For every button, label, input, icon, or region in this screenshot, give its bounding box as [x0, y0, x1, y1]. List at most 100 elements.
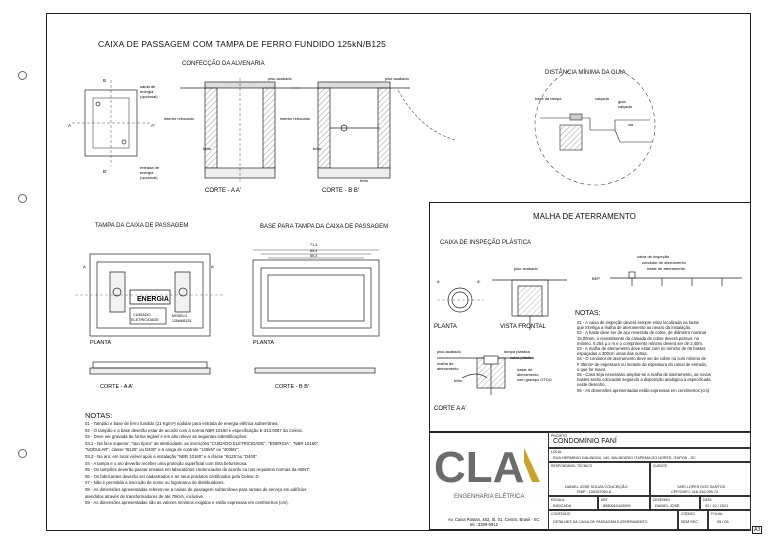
note-item: 04 - O condutor de aterramento deve ser …: [577, 356, 706, 362]
note-item: 03.2 - Na aro: em local visível após a i…: [85, 453, 259, 459]
svg-text:B': B': [103, 169, 107, 174]
svg-text:energia: energia: [140, 170, 154, 175]
tb-local: LOCAL RUA HERMÍNIO GALINDINI, 140, BALNE…: [548, 448, 751, 462]
note-item: 03.1 - Na face superior: "raio típico" d…: [85, 440, 320, 446]
note-item: neste desenho.: [577, 382, 606, 388]
plastic-box-title: CAIXA DE INSPEÇÃO PLÁSTICA: [440, 240, 532, 246]
svg-text:tampa plástica: tampa plástica: [504, 349, 531, 354]
lid-drawings: ENERGIA CUIDADO ELETRICIDADE MODELO 125k…: [75, 243, 380, 390]
lid-title: TAMPA DA CAIXA DE PASSAGEM: [95, 223, 189, 229]
tb-cliente: CLIENTE YARI LOPES DOS SANTOS CPF/CNPJ: …: [650, 462, 751, 496]
note-item: 07 - Não é permitida a inscrição de nome…: [85, 480, 225, 486]
svg-text:PLANTA: PLANTA: [253, 340, 274, 346]
svg-text:A': A': [211, 264, 215, 269]
main-title: CAIXA DE PASSAGEM COM TAMPA DE FERRO FUN…: [98, 39, 387, 49]
svg-text:haste de: haste de: [517, 367, 533, 372]
masonry-plan: [72, 80, 150, 166]
svg-text:interior rebocado: interior rebocado: [164, 116, 195, 121]
svg-text:piso acabado: piso acabado: [514, 266, 539, 271]
corte-bb-label: CORTE - B B': [322, 188, 359, 194]
svg-text:CORTE - B B': CORTE - B B': [275, 384, 309, 390]
note-item: 01 - Tampão e base de ferro fundido (21 …: [85, 421, 279, 426]
binder-hole-bottom: [18, 449, 27, 458]
svg-text:A: A: [68, 123, 71, 128]
lid-plan: [75, 253, 225, 337]
notes-ground-list: 01 - A caixa de inspeção deverá sempre e…: [577, 320, 747, 393]
exit-energy-label: saída de: [140, 84, 156, 89]
note-item: 02 - A haste deve ser de aço revestida d…: [577, 330, 706, 336]
note-item: o que for maior.: [577, 366, 607, 372]
svg-text:brita: brita: [454, 378, 463, 383]
note-item: 03 - A malha de aterramento deve estar c…: [577, 346, 706, 352]
note-item: 01 - A caixa de inspeção deverá sempre e…: [577, 320, 699, 325]
note-item: hastes serão colocadas seguindo a dispos…: [577, 377, 711, 383]
svg-text:calçada: calçada: [618, 104, 633, 109]
note-item: atendidos através de transformadores de …: [85, 493, 205, 499]
note-item: 03 - Deve ser gravada de forma legível e…: [85, 434, 248, 440]
svg-text:CLA: CLA: [434, 443, 524, 492]
svg-text:piso acabado: piso acabado: [268, 76, 293, 81]
svg-text:MODELO: MODELO: [172, 314, 187, 318]
svg-text:ELETRICIDADE: ELETRICIDADE: [131, 318, 159, 322]
binder-hole-middle: [18, 194, 27, 203]
svg-text:caixa de inspeção: caixa de inspeção: [637, 254, 670, 259]
svg-text:CORTE A A': CORTE A A': [434, 406, 466, 412]
svg-text:guia: guia: [618, 99, 626, 104]
company-address: Av. Caixa Rostan, 462, Sl. 01, Centro, B…: [448, 517, 540, 522]
base-section: [254, 367, 376, 374]
logo-subtitle: ENGENHARIA ELÉTRICA: [454, 494, 525, 500]
svg-text:(opcional): (opcional): [140, 175, 158, 180]
company-phone: tel.: 3309-0912: [470, 522, 498, 527]
note-item: 04 - A tampa e o aro deverão receber uma…: [85, 460, 248, 466]
svg-text:energia: energia: [140, 89, 154, 94]
sheet-size-badge: A3: [752, 526, 763, 534]
svg-text:B: B: [103, 78, 106, 83]
bep-label: BEP: [592, 276, 600, 281]
svg-text:piso acabado: piso acabado: [385, 76, 410, 81]
grounding-title: MALHA DE ATERRAMENTO: [533, 212, 636, 221]
note-item: 08 - As dimensões apresentadas referem-s…: [85, 486, 307, 492]
cla-logo-icon: CLA: [434, 443, 540, 492]
lid-energia-text: ENERGIA: [137, 296, 169, 303]
svg-text:piso acabado: piso acabado: [437, 349, 462, 354]
svg-text:A': A': [151, 123, 155, 128]
logo-area: CLA ENGENHARIA ELÉTRICA: [432, 440, 544, 510]
guide-title: DISTÂNCIA MÍNIMA DA GUIA: [545, 70, 626, 76]
note-item: 05 - Os tampões deverão passar ensaios e…: [85, 467, 310, 473]
tb-projeto: PROJETO CONDOMÍNIO FANÍ: [548, 432, 751, 448]
notes-main-title: NOTAS:: [85, 411, 113, 420]
guide-detail: [540, 113, 652, 151]
note-item: 15,00mm, o revestimento da camada de cob…: [577, 335, 699, 341]
svg-text:caixa plástica: caixa plástica: [510, 355, 535, 360]
lid-planta-label: PLANTA: [90, 340, 111, 346]
section-bb: [290, 81, 410, 179]
lid-corte-label: CORTE - A A': [100, 384, 133, 390]
note-item: 06 - As dimensões apresentadas estão exp…: [577, 387, 711, 393]
svg-text:aterramento: aterramento: [517, 372, 539, 377]
note-item: que interliga a malha de aterramento ao …: [577, 325, 692, 331]
svg-text:(opcional): (opcional): [140, 94, 158, 99]
svg-text:brita: brita: [313, 146, 322, 151]
svg-text:A': A': [477, 279, 481, 284]
section-aa: [180, 78, 300, 182]
note-item: mínimo, 0,254 µ x m e o comprimento míni…: [577, 340, 703, 346]
svg-text:125kN/B125: 125kN/B125: [172, 319, 191, 323]
svg-text:A: A: [83, 264, 86, 269]
svg-text:via: via: [628, 122, 634, 127]
dim-714: 71,4: [310, 243, 317, 247]
note-item: 02 - O tampão e a base deverão estar de …: [85, 427, 304, 433]
note-item: 06 - Os fabricantes deverão ser cadastra…: [85, 473, 260, 479]
dim-604: 60,4: [310, 254, 317, 258]
note-item: # 35mm² de espessura ou metade da espess…: [577, 361, 707, 367]
guide-detail-circle: [534, 70, 656, 186]
note-item: "NODULAR", classe "B125" ou D400" e a ca…: [85, 447, 239, 453]
note-item: 05 - Caso seja necessário ampliar-se a m…: [577, 372, 711, 378]
entry-energy-label: entrada de: [140, 165, 160, 170]
